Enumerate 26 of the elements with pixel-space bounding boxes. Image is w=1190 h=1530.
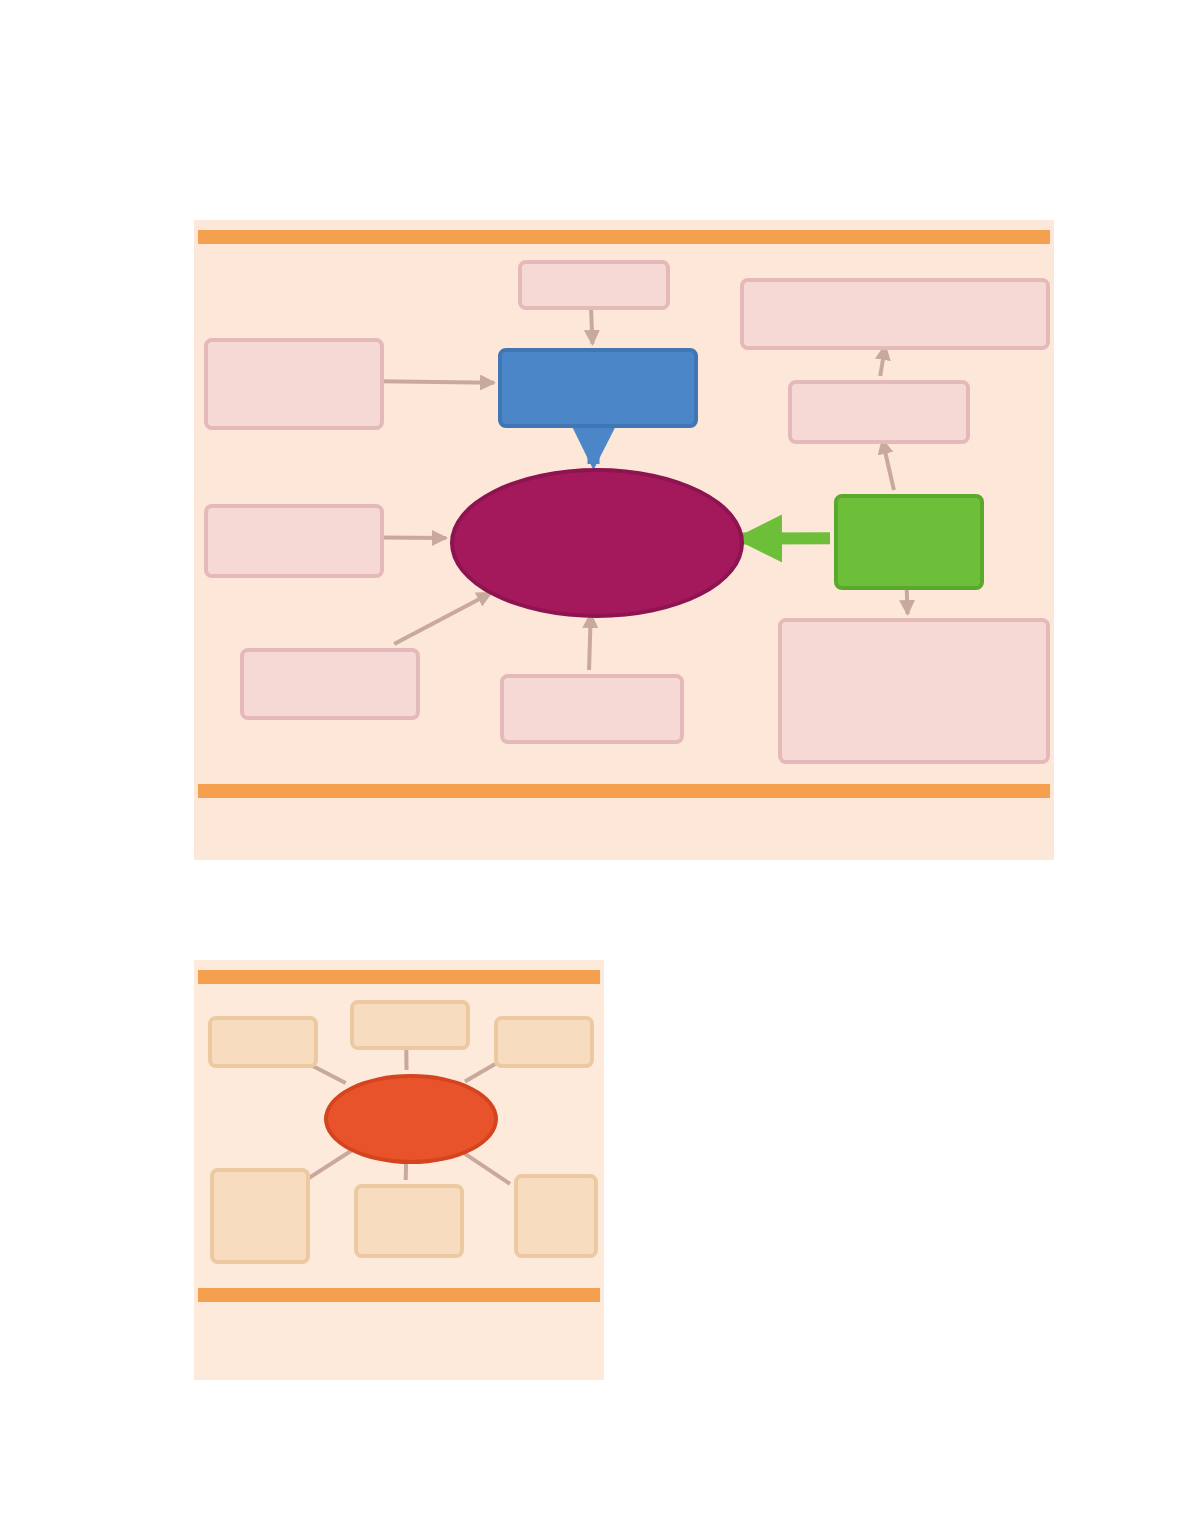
text-box — [514, 1174, 598, 1258]
text-box — [494, 1016, 594, 1068]
figure-panel — [194, 960, 604, 1380]
text-box — [240, 648, 420, 720]
text-box — [740, 278, 1050, 350]
text-box — [350, 1000, 470, 1050]
text-box — [204, 504, 384, 578]
text-box — [208, 1016, 318, 1068]
connector-arrow — [899, 585, 916, 616]
process-box — [498, 348, 698, 428]
connector-arrow — [583, 305, 600, 346]
text-box — [778, 618, 1050, 764]
text-box — [354, 1184, 464, 1258]
text-box — [788, 380, 970, 444]
text-box — [204, 338, 384, 430]
connector-arrow — [877, 438, 896, 491]
text-box — [500, 674, 684, 744]
text-box — [210, 1168, 310, 1264]
connector-arrow — [380, 529, 448, 546]
connector-arrow — [874, 344, 891, 377]
connector-arrow — [393, 591, 493, 646]
figure-panel — [194, 220, 1054, 860]
connector-arrow — [582, 612, 599, 671]
process-box — [834, 494, 984, 590]
connector-arrow — [379, 374, 496, 391]
text-box — [518, 260, 670, 310]
